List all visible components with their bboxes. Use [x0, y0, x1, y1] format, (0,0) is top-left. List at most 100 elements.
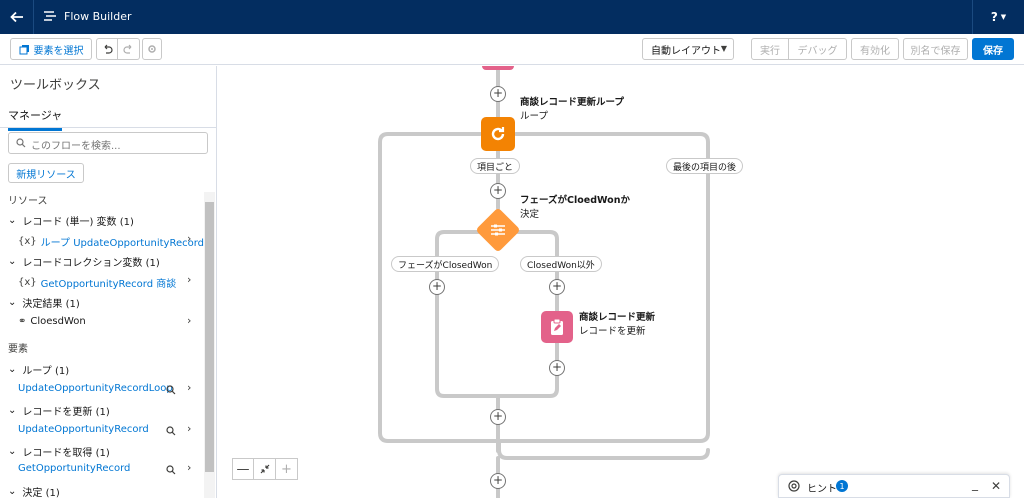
resource-group-record-collection[interactable]: ⌄レコードコレクション変数 (1)	[8, 254, 160, 269]
chevron-right-icon[interactable]: ›	[187, 314, 192, 327]
zoom-controls: — +	[232, 458, 298, 480]
chevron-right-icon[interactable]: ›	[187, 422, 192, 435]
add-element-button[interactable]: +	[549, 360, 565, 376]
chevron-right-icon[interactable]: ›	[187, 273, 192, 286]
add-element-button[interactable]: +	[490, 409, 506, 425]
search-icon[interactable]	[166, 426, 176, 436]
decision-node-label: フェーズがCloedWonか 決定	[520, 192, 630, 220]
close-icon[interactable]: ✕	[991, 479, 1002, 493]
decision-icon	[491, 224, 505, 236]
add-element-button[interactable]: +	[549, 279, 565, 295]
element-group-loop[interactable]: ⌄ループ (1)	[8, 362, 69, 377]
decision-node-type: 決定	[520, 209, 540, 220]
search-placeholder: このフローを検索...	[31, 141, 121, 152]
element-item-get[interactable]: GetOpportunityRecord	[18, 463, 130, 474]
activate-button[interactable]: 有効化	[851, 38, 899, 60]
add-element-button[interactable]: +	[429, 279, 445, 295]
chevron-right-icon[interactable]: ›	[187, 232, 192, 245]
flow-connectors	[378, 66, 710, 498]
update-node-type: レコードを更新	[579, 326, 646, 337]
resources-section-label: リソース	[8, 196, 48, 207]
hint-count-badge: 1	[836, 480, 848, 492]
item-label: CloesdWon	[30, 316, 86, 327]
add-element-button[interactable]: +	[490, 473, 506, 489]
update-record-icon	[551, 318, 563, 335]
branch-not-closedwon-label: ClosedWon以外	[520, 256, 602, 272]
tab-manager[interactable]: マネージャ	[0, 102, 216, 131]
zoom-in-button[interactable]: +	[276, 458, 298, 480]
add-element-button[interactable]: +	[490, 183, 506, 199]
undo-button[interactable]	[96, 38, 118, 60]
element-group-decision[interactable]: ⌄ 決定 (1)	[8, 484, 60, 498]
app-title: Flow Builder	[64, 10, 132, 23]
resource-group-record-variable[interactable]: ⌄ レコード (単一) 変数 (1)	[8, 213, 134, 228]
fit-view-button[interactable]	[254, 458, 276, 480]
chevron-right-icon[interactable]: ›	[187, 381, 192, 394]
hint-panel[interactable]: ヒント 1 _ ✕	[778, 474, 1010, 498]
update-records-node[interactable]	[541, 311, 573, 343]
lifebuoy-icon	[788, 480, 800, 492]
zoom-out-button[interactable]: —	[232, 458, 254, 480]
branch-closedwon-label: フェーズがClosedWon	[391, 256, 500, 272]
toolbox-title: ツールボックス	[10, 78, 101, 93]
chevron-down-icon: ⌄	[8, 297, 17, 308]
element-item-loop[interactable]: UpdateOpportunityRecordLoop	[18, 383, 173, 394]
minus-icon: —	[236, 461, 250, 477]
group-label: レコードを取得 (1)	[22, 448, 110, 459]
redo-icon	[123, 44, 132, 54]
chevron-down-icon: ⌄	[8, 405, 17, 416]
layout-mode-select[interactable]: 自動レイアウト ▼	[642, 38, 734, 60]
run-button[interactable]: 実行	[751, 38, 789, 60]
help-icon: ?	[990, 10, 998, 24]
element-group-get-records[interactable]: ⌄レコードを取得 (1)	[8, 444, 110, 459]
after-last-label: 最後の項目の後	[666, 158, 744, 174]
chevron-right-icon[interactable]: ›	[187, 461, 192, 474]
plus-icon: +	[281, 461, 292, 477]
chevron-down-icon: ⌄	[8, 486, 17, 497]
chevron-down-icon: ▼	[1000, 13, 1007, 21]
resource-item-closedwon[interactable]: ⚭CloesdWon	[18, 316, 86, 327]
elements-section-label: 要素	[8, 344, 28, 355]
save-as-button[interactable]: 別名で保存	[903, 38, 968, 60]
flow-canvas[interactable]: + + + + + + + 商談レコード更新ループ ループ 項目ごと 最後の項目…	[218, 66, 1024, 498]
item-label: GetOpportunityRecord 商談	[40, 279, 177, 290]
new-resource-button[interactable]: 新規リソース	[8, 163, 84, 183]
save-button[interactable]: 保存	[972, 38, 1014, 60]
flow-builder-logo-icon	[44, 11, 56, 21]
shrink-icon	[260, 464, 269, 474]
element-item-update[interactable]: UpdateOpportunityRecord	[18, 424, 149, 435]
group-label: レコード (単一) 変数 (1)	[22, 217, 134, 228]
loop-node[interactable]	[481, 117, 515, 151]
chevron-down-icon: ⌄	[8, 364, 17, 375]
app-header: Flow Builder ? ▼	[0, 0, 1024, 34]
chevron-down-icon: ⌄	[8, 215, 17, 226]
undo-icon	[104, 44, 113, 54]
chevron-down-icon: ▼	[720, 44, 727, 53]
group-label: レコードコレクション変数 (1)	[22, 258, 160, 269]
item-label: ループ UpdateOpportunityRecordL...	[40, 238, 217, 249]
resource-group-decision-outcome[interactable]: ⌄ 決定結果 (1)	[8, 295, 80, 310]
settings-button[interactable]	[142, 38, 162, 60]
search-icon[interactable]	[166, 465, 176, 475]
minimize-icon[interactable]: _	[972, 477, 978, 491]
scrollbar-thumb[interactable]	[205, 202, 214, 472]
flow-search-input[interactable]: このフローを検索...	[8, 132, 208, 154]
resource-item-get-opportunity[interactable]: {x}GetOpportunityRecord 商談	[18, 275, 176, 290]
previous-node-stub[interactable]	[482, 66, 514, 70]
group-label: 決定結果 (1)	[22, 299, 80, 310]
element-group-update-records[interactable]: ⌄レコードを更新 (1)	[8, 403, 110, 418]
select-elements-button[interactable]: 要素を選択	[10, 38, 92, 60]
redo-button[interactable]	[118, 38, 140, 60]
resource-item-loop-record[interactable]: {x}ループ UpdateOpportunityRecordL...	[18, 234, 217, 249]
loop-icon	[491, 127, 505, 141]
help-menu-button[interactable]: ? ▼	[972, 0, 1024, 34]
outcome-icon: ⚭	[18, 316, 27, 327]
layout-mode-value: 自動レイアウト	[651, 45, 721, 57]
back-button[interactable]	[0, 0, 34, 34]
group-label: 決定 (1)	[22, 488, 60, 498]
hint-label: ヒント	[807, 484, 837, 495]
sidebar-scrollbar[interactable]	[204, 192, 215, 498]
add-element-button[interactable]: +	[490, 86, 506, 102]
search-icon[interactable]	[166, 385, 176, 395]
debug-button[interactable]: デバッグ	[789, 38, 847, 60]
